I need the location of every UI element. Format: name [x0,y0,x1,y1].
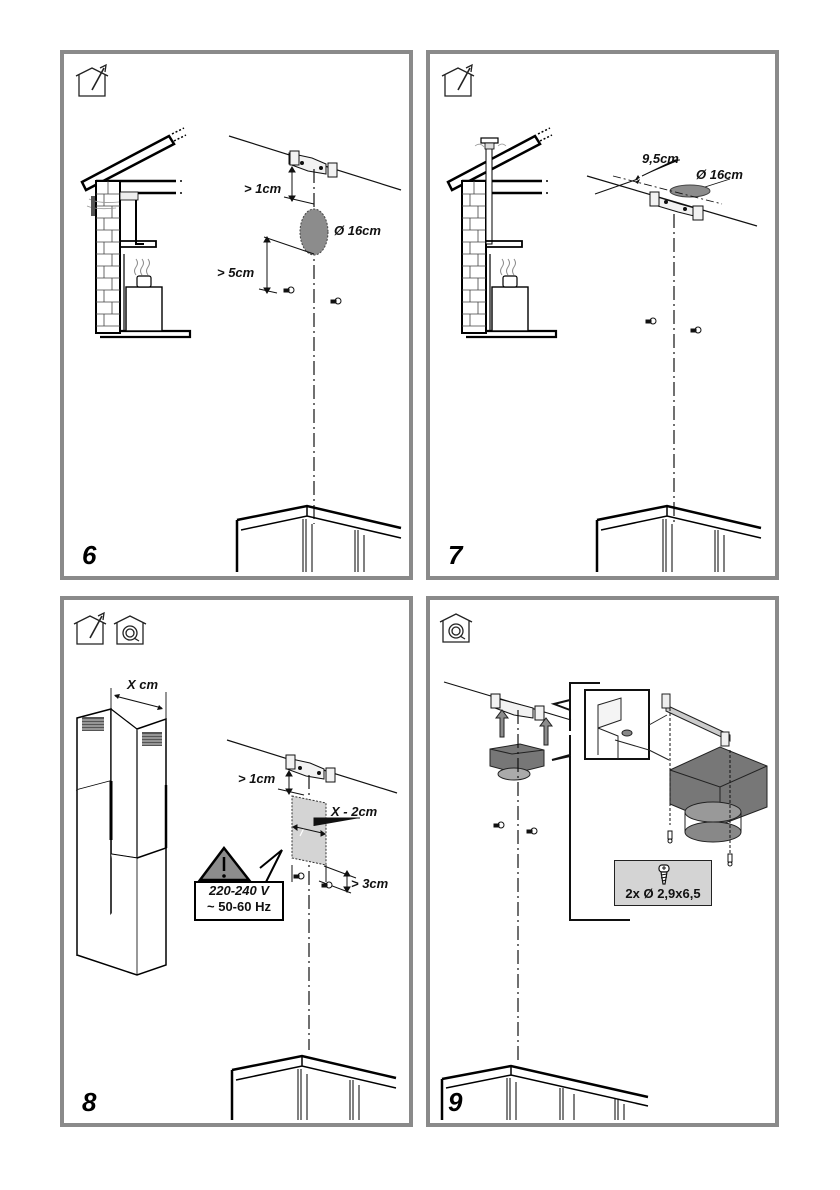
step-8-panel: X cm > 1cm X - 2cm > 3cm 220-240 V ~ 50-… [60,596,413,1127]
self-tapping-screw-icon [667,830,733,867]
screw-guide-line [669,708,731,855]
ducted-exhaust-house-icon [75,63,109,97]
house-cross-section [80,127,192,339]
step-7-panel: 9,5cm Ø 16cm 7 [426,50,779,580]
wall-plug-screw-icon [283,286,342,305]
step-8-illustration [73,611,398,1120]
gap-bottom-label: > 5cm [217,265,255,280]
step-6-panel: > 1cm Ø 16cm > 5cm 6 [60,50,413,580]
house-cross-section [446,127,558,339]
ducted-exhaust-house-icon [441,63,475,97]
hole-diameter-label: Ø 16cm [696,167,743,182]
mounting-bracket-icon [288,150,338,178]
chimney-width-label: X cm [127,677,159,692]
telescopic-chimney [76,707,168,976]
detail-inset [584,689,670,761]
mounting-bracket-icon [490,693,545,721]
duct-hole [299,208,329,256]
step-number: 7 [448,540,463,570]
step-number: 8 [82,1087,97,1117]
voltage-warning-box: 220-240 V ~ 50-60 Hz [194,881,284,921]
recirculation-house-icon [113,615,147,645]
gap-top-label: > 1cm [244,181,282,196]
hood-cabinet [440,1064,649,1120]
wall-plug-screw-icon [493,821,538,835]
recirculation-house-icon [439,613,473,643]
up-arrow-icon [495,709,553,746]
duct-hole [669,184,711,198]
step-6-illustration [75,63,402,572]
mounting-bracket-icon [285,754,336,783]
step-9-illustration [439,613,768,1120]
warning-triangle-icon [197,845,283,883]
frequency-label: ~ 50-60 Hz [207,899,271,914]
wall-plug-screw-icon [645,317,702,334]
gap-top-label: > 1cm [238,771,276,786]
screw-spec-label: 2x Ø 2,9x6,5 [625,886,701,901]
bracket-with-adapter [661,693,768,843]
screw-spec-box: 2x Ø 2,9x6,5 [614,860,712,906]
recirculation-adapter [489,743,545,781]
socket-width-label: X - 2cm [331,804,378,819]
step-number: 9 [448,1087,463,1117]
voltage-label: 220-240 V [209,883,269,898]
step-number: 6 [82,540,97,570]
hood-cabinet [235,504,402,572]
hole-diameter-label: Ø 16cm [334,223,381,238]
hood-cabinet [230,1054,397,1120]
step-7-illustration [441,63,762,572]
step-9-panel: 2x Ø 2,9x6,5 9 [426,596,779,1127]
ducted-exhaust-house-icon [73,611,107,645]
hood-cabinet [595,504,762,572]
wall-plug-screw-icon [293,872,333,889]
offset-label: 9,5cm [642,151,679,166]
screw-icon [658,864,670,885]
gap-bottom-label: > 3cm [351,876,389,891]
mounting-bracket-icon [649,191,704,221]
